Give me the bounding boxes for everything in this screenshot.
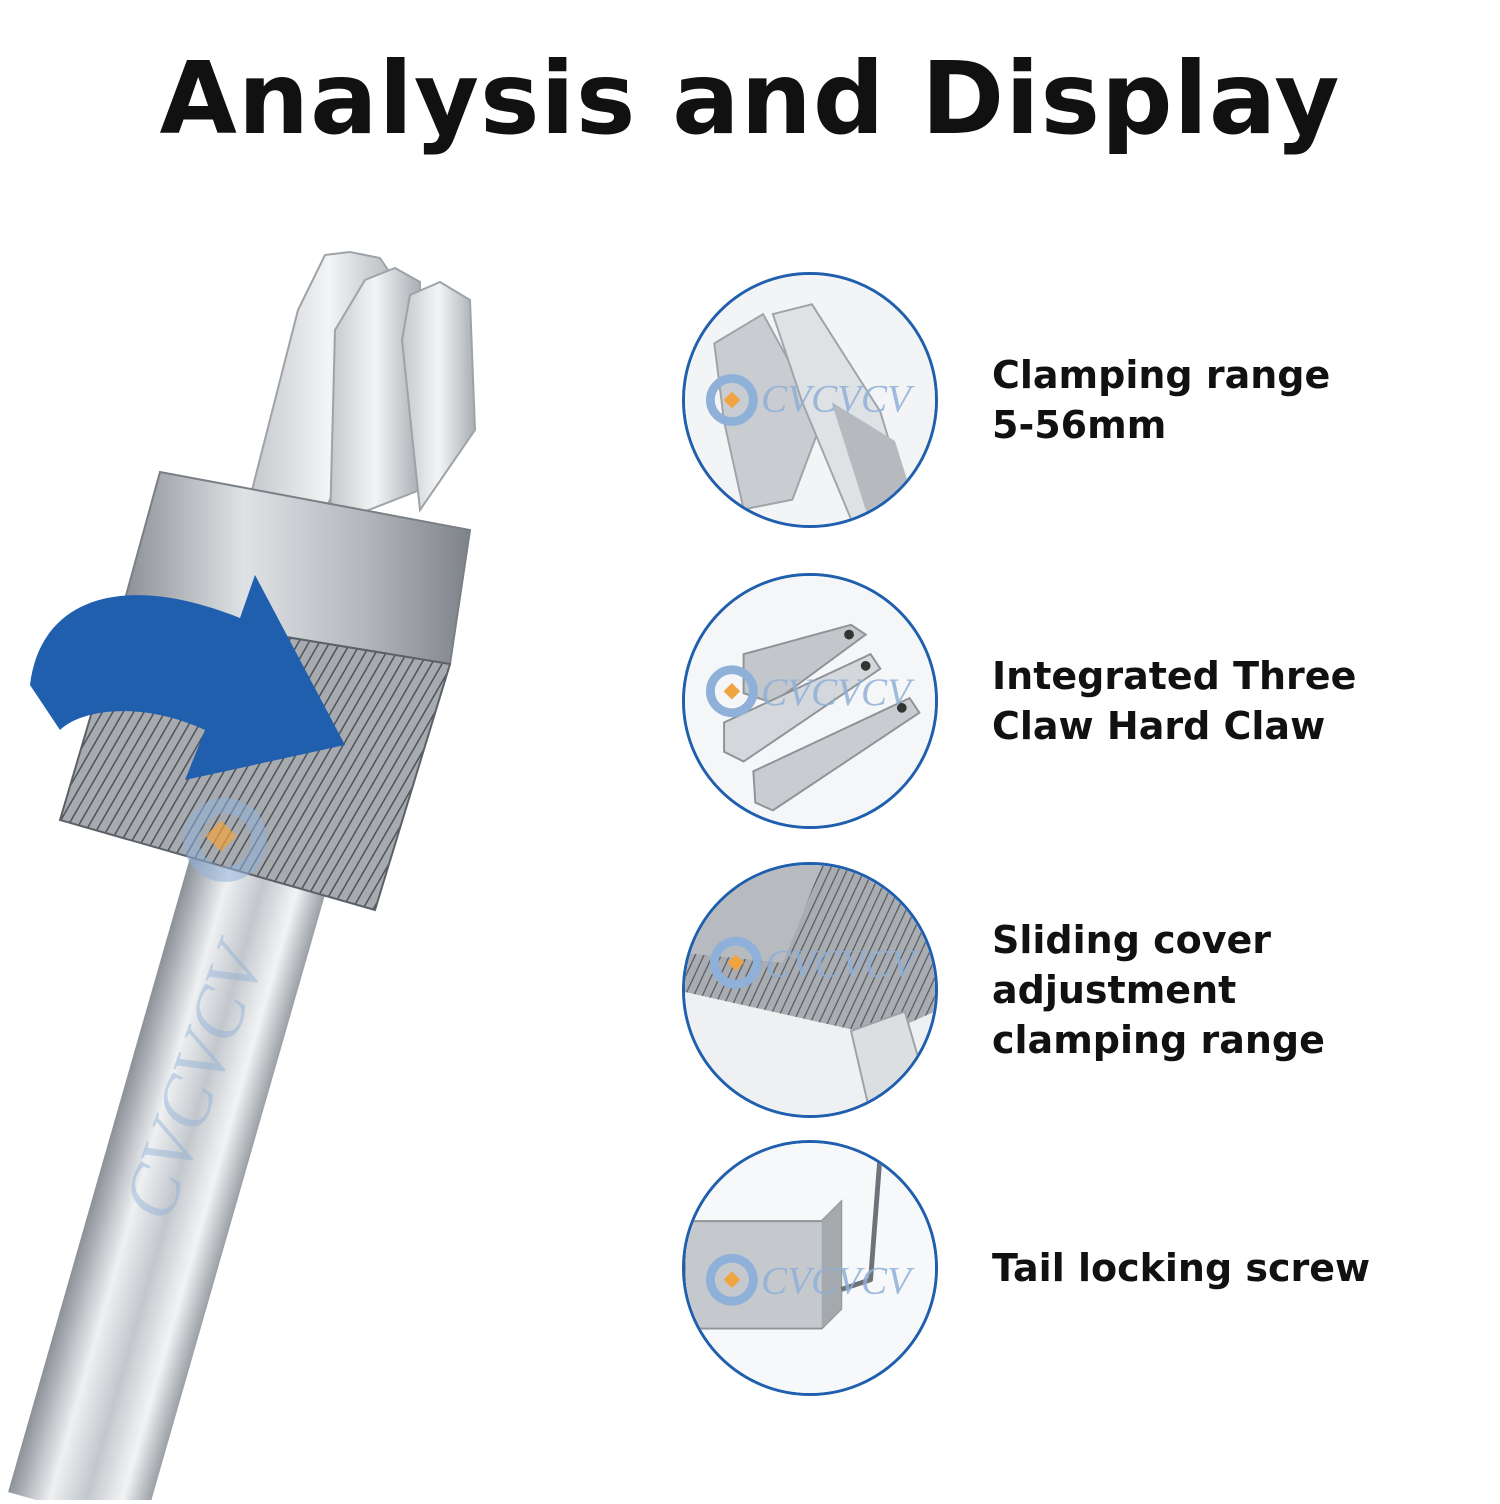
feature-item-sliding-cover: CVCVCV Sliding cover adjustment clamping… bbox=[680, 862, 1500, 1132]
feature-item-three-claw: CVCVCV Integrated Three Claw Hard Claw bbox=[680, 573, 1500, 843]
feature-watermark-text: CVCVCV bbox=[761, 671, 915, 714]
three-jaws-icon: CVCVCV bbox=[682, 573, 938, 829]
claw-tips-closeup-icon: CVCVCV bbox=[682, 272, 938, 528]
feature-item-clamping-range: CVCVCV Clamping range 5-56mm bbox=[680, 272, 1500, 542]
hero-product-image: CVCVCV bbox=[0, 240, 680, 1504]
feature-watermark-text: CVCVCV bbox=[765, 942, 919, 985]
feature-item-tail-screw: CVCVCV Tail locking screw bbox=[680, 1140, 1500, 1410]
feature-label: Tail locking screw bbox=[992, 1140, 1500, 1396]
feature-watermark-text: CVCVCV bbox=[761, 1259, 915, 1302]
feature-label-line2: Claw Hard Claw bbox=[992, 704, 1326, 748]
feature-label: Sliding cover adjustment clamping range bbox=[992, 862, 1500, 1118]
feature-label-line1: Sliding cover adjustment bbox=[992, 918, 1272, 1012]
feature-watermark-text: CVCVCV bbox=[761, 378, 915, 421]
feature-label-line2: clamping range bbox=[992, 1018, 1325, 1062]
feature-label: Clamping range 5-56mm bbox=[992, 272, 1500, 528]
hex-key-screw-icon: CVCVCV bbox=[682, 1140, 938, 1396]
feature-label-line1: Integrated Three bbox=[992, 654, 1357, 698]
page-title: Analysis and Display bbox=[159, 40, 1341, 157]
rotate-arrow-icon bbox=[30, 575, 345, 780]
feature-label-line2: 5-56mm bbox=[992, 403, 1167, 447]
feature-label-line1: Clamping range bbox=[992, 353, 1331, 397]
feature-label-line1: Tail locking screw bbox=[992, 1246, 1371, 1290]
feature-label: Integrated Three Claw Hard Claw bbox=[992, 573, 1500, 829]
knurled-sleeve-icon: CVCVCV bbox=[682, 862, 938, 1118]
